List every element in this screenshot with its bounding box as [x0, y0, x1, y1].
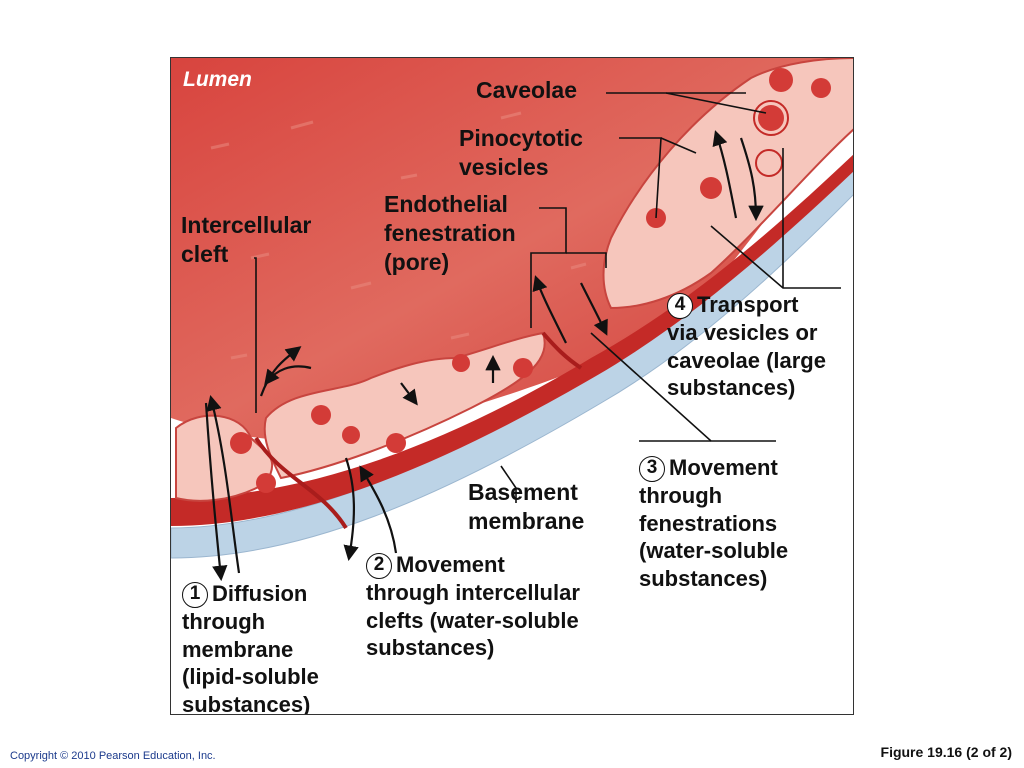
- capillary-artwork: [171, 58, 853, 714]
- step-number-badge: 4: [667, 293, 693, 319]
- step-number-badge: 3: [639, 456, 665, 482]
- transport-arrows: [204, 130, 764, 582]
- caveolae-label: Caveolae: [476, 77, 578, 103]
- pinocytotic-vesicles-label: Pinocytotic vesicles: [459, 125, 583, 180]
- leader-lines: [254, 92, 841, 503]
- intercellular-cleft-label: Intercellular cleft: [181, 212, 312, 267]
- figure-caption: Figure 19.16 (2 of 2): [880, 744, 1012, 760]
- step-number-badge: 2: [366, 553, 392, 579]
- capillary-diagram: Lumen Caveolae Pinocytotic vesicles Endo…: [170, 57, 854, 715]
- endothelial-fenestration-label: Endothelial fenestration (pore): [384, 191, 516, 275]
- lumen-label: Lumen: [183, 68, 252, 91]
- basement-membrane-label: Basement membrane: [468, 479, 585, 534]
- lumen-texture: [210, 111, 587, 360]
- cleft-lines: [254, 331, 583, 530]
- copyright-notice: Copyright © 2010 Pearson Education, Inc.: [10, 750, 216, 762]
- step-number-badge: 1: [182, 582, 208, 608]
- vesicles: [230, 68, 831, 493]
- caveolae-coats: [753, 100, 789, 177]
